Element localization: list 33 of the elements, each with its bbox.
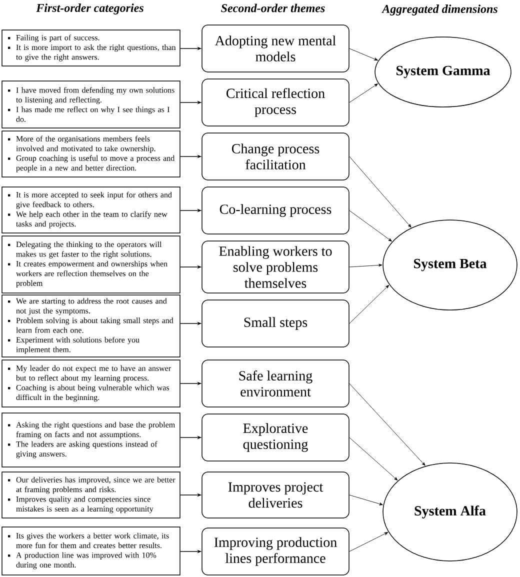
theme-box: Improving production lines performance (202, 528, 350, 576)
arrow (349, 494, 383, 506)
arrow (349, 264, 382, 268)
theme-box: Small steps (202, 300, 350, 348)
theme-box: Enabling workers to solve problems themselves (202, 240, 350, 294)
column-heading: Second-order themes (221, 4, 325, 12)
arrow (349, 210, 392, 242)
theme-box: Co-learning process (202, 186, 350, 234)
quote-box: We are starting to address the root causes and not just the symptoms. Problem solving is about taking small steps and learn from each one. Experiment with solutions before you implement them. (2, 294, 180, 358)
arrow (349, 532, 388, 552)
column-heading: First-order categories (36, 4, 144, 14)
theme-box: Safe learning environment (202, 360, 350, 408)
arrow (349, 156, 412, 228)
theme-box: Adopting new mental models (202, 24, 350, 72)
quote-box: It is more accepted to seek input for others and give feedback to others. We help each other in the team to clarify new tasks and projects. (2, 186, 180, 234)
column-heading: Aggregated dimensions (382, 4, 498, 16)
arrow (349, 383, 426, 466)
quote-box: Asking the right questions and base the problem framing on facts and not assumptions. The leaders are asking questions instead of giving answers. (2, 412, 180, 468)
theme-box: Critical reflection process (202, 78, 350, 126)
quote-box: Our deliveries has improved, since we are better at framing problems and risks. Improves quality and competencies since mistakes is seen as a learning opportunity (2, 472, 180, 518)
theme-box: Change process facilitation (202, 132, 350, 180)
quote-box: Delegating the thinking to the operators will makes us get faster to the right solutions. It creates empowerment and ownerships when workers are reflection themselves on the problem (2, 236, 180, 294)
quote-box: Its gives the workers a better work climate, its more fun for them and creates better results. A production line was improved with 10% during one month. (2, 526, 180, 576)
arrow (349, 48, 378, 61)
quote-box: My leader do not expect me to have an answer but to reflect about my learning process. Coaching is about being vulnerable which was difficult in the beginning. (2, 360, 180, 408)
theme-box: Improves project deliveries (202, 472, 350, 518)
quote-box: More of the organisations members feels involved and motivated to take ownership. Group coaching is useful to move a process and people in a new and better direction. (2, 130, 180, 178)
quote-box: Failing is part of success. It is more import to ask the right questions, than to give the right answers. (2, 30, 180, 66)
arrow (349, 437, 398, 480)
arrow (349, 84, 378, 103)
theme-box: Explorative questioning (202, 414, 350, 462)
quote-box: I have moved from defending my own solutions to listening and reflecting. I has made me reflect on why I see things as I do. (2, 80, 180, 128)
arrow (349, 284, 390, 324)
